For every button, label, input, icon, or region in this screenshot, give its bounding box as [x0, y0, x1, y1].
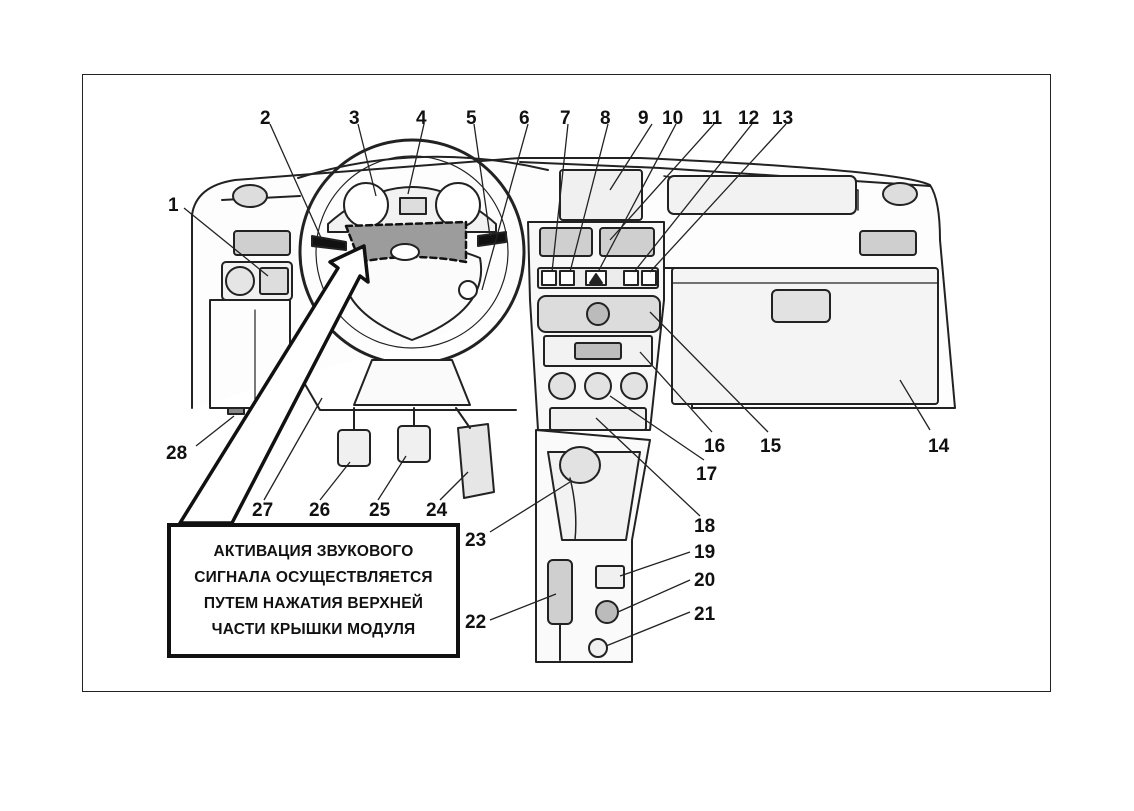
power-socket [588, 638, 608, 658]
left-round-vent [232, 184, 268, 208]
climate-display [574, 342, 622, 360]
light-switch-buttons [259, 267, 289, 295]
callout-4: 4 [416, 108, 427, 129]
callout-11: 11 [702, 108, 723, 129]
callout-22: 22 [465, 612, 486, 633]
note-line-3: ПУТЕМ НАЖАТИЯ ВЕРХНЕЙ [203, 594, 424, 612]
right-round-vent [882, 182, 918, 206]
cigarette-lighter [595, 600, 619, 624]
hood-release [227, 407, 245, 415]
callout-1: 1 [168, 195, 179, 216]
callout-7: 7 [560, 108, 571, 129]
brand-logo [390, 243, 420, 261]
steering-column [353, 359, 471, 406]
callout-2: 2 [260, 108, 271, 129]
callout-25: 25 [369, 500, 391, 521]
top-right-panel [667, 175, 857, 215]
callout-9: 9 [638, 108, 649, 129]
callout-3: 3 [349, 108, 360, 129]
horn-arrow [178, 244, 370, 525]
callout-5: 5 [466, 108, 477, 129]
callout-15: 15 [760, 436, 782, 457]
light-switch-knob [225, 266, 255, 296]
glovebox [671, 267, 939, 405]
center-vent-left [539, 227, 593, 257]
callout-21: 21 [694, 604, 716, 625]
left-stalk [311, 235, 347, 251]
callout-16: 16 [704, 436, 725, 457]
clutch-pedal [337, 429, 371, 467]
callout-28: 28 [166, 443, 187, 464]
callout-24: 24 [426, 500, 448, 521]
audio-knob [586, 302, 610, 326]
accelerator-pedal [457, 423, 495, 499]
callout-8: 8 [600, 108, 611, 129]
tachometer [343, 182, 389, 228]
right-stalk [477, 231, 507, 247]
left-rect-vent [233, 230, 291, 256]
callout-19: 19 [694, 542, 715, 563]
climate-knob-center [584, 372, 612, 400]
callout-14: 14 [928, 436, 950, 457]
horn-note-box: АКТИВАЦИЯ ЗВУКОВОГО СИГНАЛА ОСУЩЕСТВЛЯЕТ… [167, 523, 460, 658]
callout-10: 10 [662, 108, 683, 129]
callout-12: 12 [738, 108, 759, 129]
callout-13: 13 [772, 108, 793, 129]
note-line-2: СИГНАЛА ОСУЩЕСТВЛЯЕТСЯ [194, 568, 433, 586]
right-rect-vent [859, 230, 917, 256]
climate-knob-right [620, 372, 648, 400]
gear-knob [559, 446, 601, 484]
speedometer [435, 182, 481, 228]
note-line-1: АКТИВАЦИЯ ЗВУКОВОГО [213, 542, 414, 560]
callout-26: 26 [309, 500, 330, 521]
callout-20: 20 [694, 570, 715, 591]
note-line-4: ЧАСТИ КРЫШКИ МОДУЛЯ [211, 620, 416, 638]
ignition-switch [458, 280, 478, 300]
callout-6: 6 [519, 108, 530, 129]
callout-17: 17 [696, 464, 717, 485]
center-vent-right [599, 227, 655, 257]
parking-brake [547, 559, 573, 625]
brake-pedal [397, 425, 431, 463]
callout-18: 18 [694, 516, 715, 537]
callout-27: 27 [252, 500, 273, 521]
callout-23: 23 [465, 530, 486, 551]
ashtray [595, 565, 625, 589]
figure-frame [82, 74, 1051, 692]
cluster-display [399, 197, 427, 215]
glovebox-handle [771, 289, 831, 323]
climate-knob-left [548, 372, 576, 400]
